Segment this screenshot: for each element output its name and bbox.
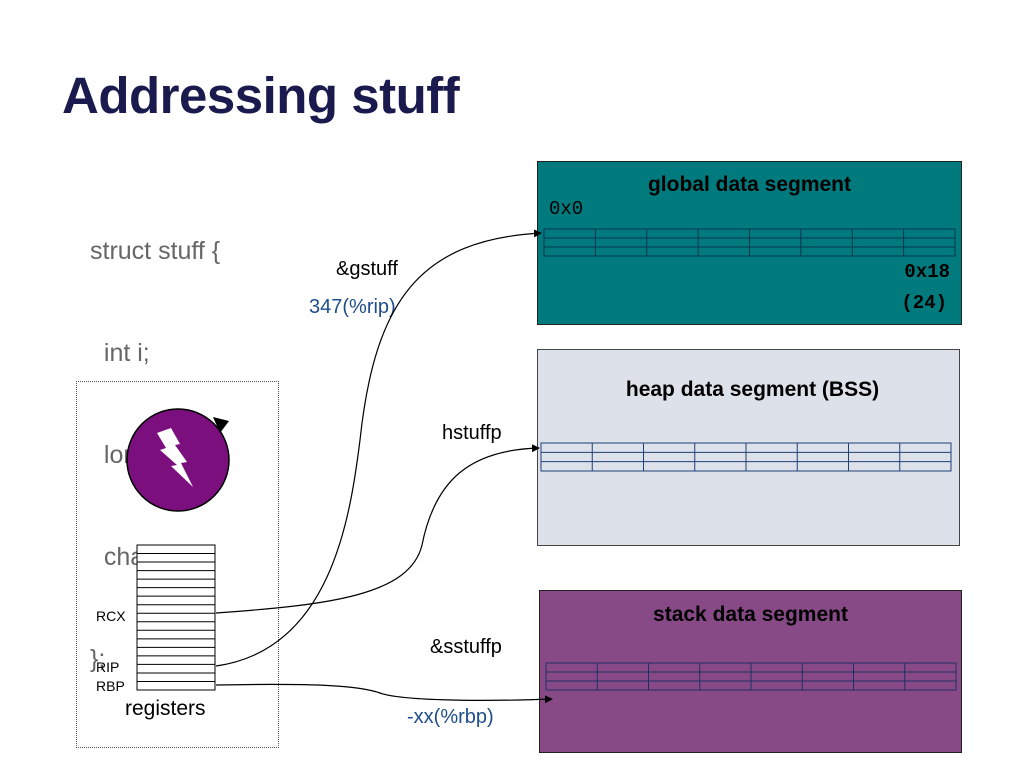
gstuff-expression: 347(%rip) [309,296,396,318]
rip-label: RIP [96,659,120,675]
global-struct-array [543,228,956,257]
code-line: struct stuff { [90,237,221,265]
register-stack [136,544,216,691]
sstuffp-label: &sstuffp [430,636,502,658]
global-start-address: 0x0 [549,198,584,220]
rip-to-global-arrow [215,229,542,667]
gstuff-label: &gstuff [336,258,398,280]
heap-segment-title: heap data segment (BSS) [625,378,880,401]
global-end-address: 0x18 [904,261,950,283]
rbp-label: RBP [96,678,125,694]
code-line: int i; [90,339,150,367]
hstuffp-label: hstuffp [442,422,502,444]
lightning-bolt-in-circle-icon [126,408,230,512]
sstuffp-expression: -xx(%rbp) [407,706,494,728]
global-end-decimal: (24) [901,292,947,314]
registers-caption: registers [125,697,206,720]
code-line: }; [90,645,106,673]
stack-struct-array [545,662,957,691]
global-data-segment: global data segment 0x0 0x18 (24) [537,161,962,325]
rcx-label: RCX [96,608,126,624]
cpu-box [76,381,279,748]
heap-data-segment: heap data segment (BSS) [537,349,960,546]
rcx-to-heap-arrow [215,444,540,614]
global-segment-title: global data segment [647,173,852,196]
rbp-to-stack-arrow [215,683,553,704]
slide-title: Addressing stuff [62,67,460,124]
heap-struct-array [540,442,952,472]
stack-segment-title: stack data segment [653,603,848,626]
